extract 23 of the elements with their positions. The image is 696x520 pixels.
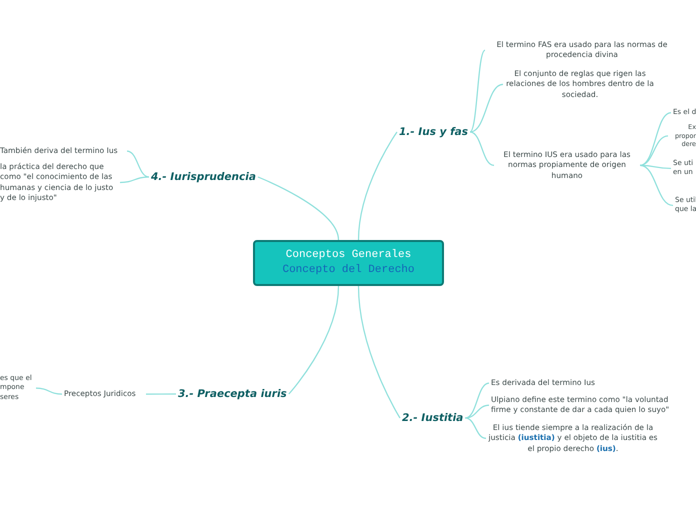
- connector-line: [126, 150, 150, 178]
- connector-line: [470, 50, 486, 132]
- connector-line: [288, 286, 340, 394]
- connector-line: [120, 176, 150, 184]
- connector-line: [465, 404, 490, 419]
- subtitle: Concepto del Derecho: [282, 263, 415, 278]
- title: Conceptos Generales: [286, 248, 412, 263]
- central-topic-box: [253, 240, 444, 286]
- branch-topic: 1.- Ius y fas: [399, 126, 468, 138]
- connector-line: [258, 176, 340, 240]
- connector-line: [470, 131, 494, 166]
- connector-line: [358, 132, 398, 240]
- connector-line: [465, 382, 490, 419]
- branch-topic: 2.- Iustitia: [402, 412, 464, 424]
- branch-topic: 4.- Iurisprudencia: [151, 171, 256, 183]
- connector-line: [640, 164, 674, 206]
- connector-line: [640, 135, 668, 166]
- connector-line: [36, 388, 62, 395]
- connector-line: [146, 393, 176, 395]
- connector-line: [465, 417, 486, 439]
- connector-line: [470, 84, 504, 133]
- connector-line: [358, 286, 401, 418]
- branch-topic: 3.- Praecepta iuris: [178, 388, 287, 400]
